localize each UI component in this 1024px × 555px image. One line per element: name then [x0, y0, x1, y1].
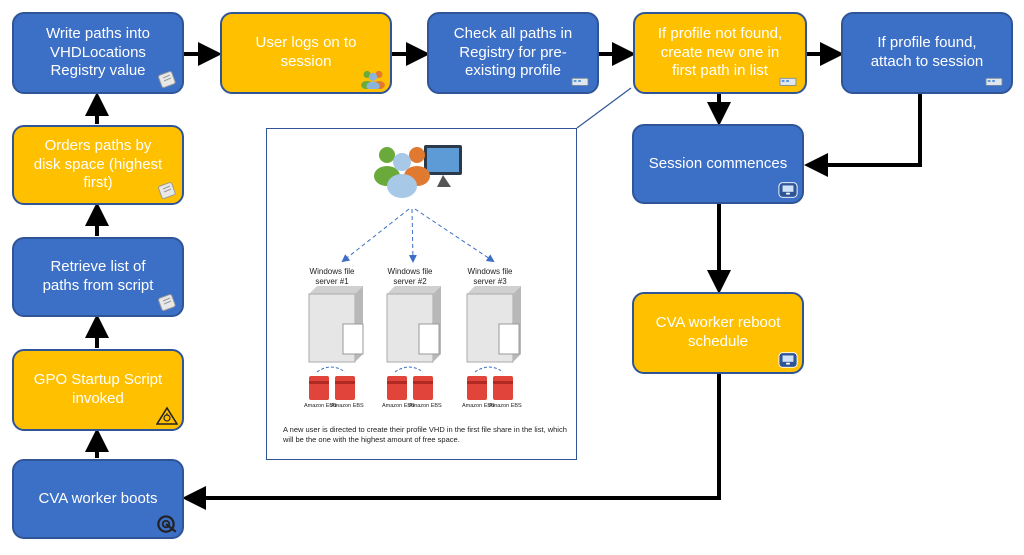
server-icon — [308, 286, 364, 363]
dashed-arrow-1 — [341, 208, 410, 263]
arrow-reboot-to-boots — [182, 374, 721, 510]
dashed-arrow-2 — [408, 208, 417, 263]
inset-graphic — [308, 145, 521, 400]
ebs-volume-icon — [493, 376, 513, 400]
ebs-label: Amazon EBS — [382, 403, 415, 409]
power-icon — [157, 515, 177, 533]
node-check-paths: Check all paths in Registry for pre- exi… — [427, 12, 599, 94]
server-icon — [386, 286, 441, 363]
ebs-volume-icon — [387, 376, 407, 400]
node-label: Session commences — [648, 154, 788, 172]
server-icon — [571, 77, 589, 86]
ebs-volume-icon — [413, 376, 433, 400]
node-label: Check all paths in Registry for pre- exi… — [453, 24, 573, 80]
script-scroll-icon — [158, 294, 176, 311]
node-label: Write paths into VHDLocations Registry v… — [46, 24, 150, 80]
ebs-label: Amazon EBS — [462, 403, 495, 409]
node-orders-paths: Orders paths by disk space (highest firs… — [12, 125, 184, 205]
gpo-warning-icon — [156, 406, 178, 425]
script-scroll-icon — [158, 71, 176, 88]
server-icon — [779, 77, 797, 86]
node-label: CVA worker boots — [38, 489, 158, 507]
server-icon — [466, 286, 521, 363]
node-session-commences: Session commences — [632, 124, 804, 204]
ebs-label: Amazon EBS — [304, 403, 337, 409]
ebs-label: Amazon EBS — [409, 403, 442, 409]
dashed-arrow-3 — [414, 208, 495, 263]
node-write-paths: Write paths into VHDLocations Registry v… — [12, 12, 184, 94]
ebs-label: Amazon EBS — [489, 403, 522, 409]
monitor-icon — [778, 182, 798, 198]
ebs-label: Amazon EBS — [331, 403, 364, 409]
callout-line — [576, 87, 632, 129]
arrow-found-to-session — [804, 94, 922, 177]
script-scroll-icon — [158, 182, 176, 199]
node-profile-not-found: If profile not found, create new one in … — [633, 12, 807, 94]
node-label: If profile found, attach to session — [870, 34, 984, 70]
server-label-1: Windows file server #1 — [309, 267, 355, 286]
node-profile-found: If profile found, attach to session — [841, 12, 1013, 94]
node-label: User logs on to session — [255, 34, 357, 70]
ebs-volume-icon — [309, 376, 329, 400]
node-label: CVA worker reboot schedule — [655, 314, 781, 350]
ebs-volume-icon — [467, 376, 487, 400]
users-group-icon — [374, 145, 462, 198]
ebs-volume-icon — [335, 376, 355, 400]
node-label: GPO Startup Script invoked — [33, 371, 163, 407]
node-retrieve-list: Retrieve list of paths from script — [12, 237, 184, 317]
node-cva-boots: CVA worker boots — [12, 459, 184, 539]
node-label: If profile not found, create new one in … — [657, 24, 783, 80]
server-label-3: Windows file server #3 — [467, 267, 513, 286]
inset-caption: A new user is directed to create their p… — [283, 425, 567, 445]
node-label: Retrieve list of paths from script — [42, 258, 154, 294]
node-cva-reboot: CVA worker reboot schedule — [632, 292, 804, 374]
inset-panel: Windows file server #1 Windows file serv… — [266, 128, 577, 460]
node-gpo-startup: GPO Startup Script invoked — [12, 349, 184, 431]
server-icon — [985, 77, 1003, 86]
monitor-icon — [778, 352, 798, 368]
users-group-icon — [361, 70, 385, 89]
node-user-logs-on: User logs on to session — [220, 12, 392, 94]
node-label: Orders paths by disk space (highest firs… — [33, 136, 163, 192]
server-label-2: Windows file server #2 — [387, 267, 433, 286]
